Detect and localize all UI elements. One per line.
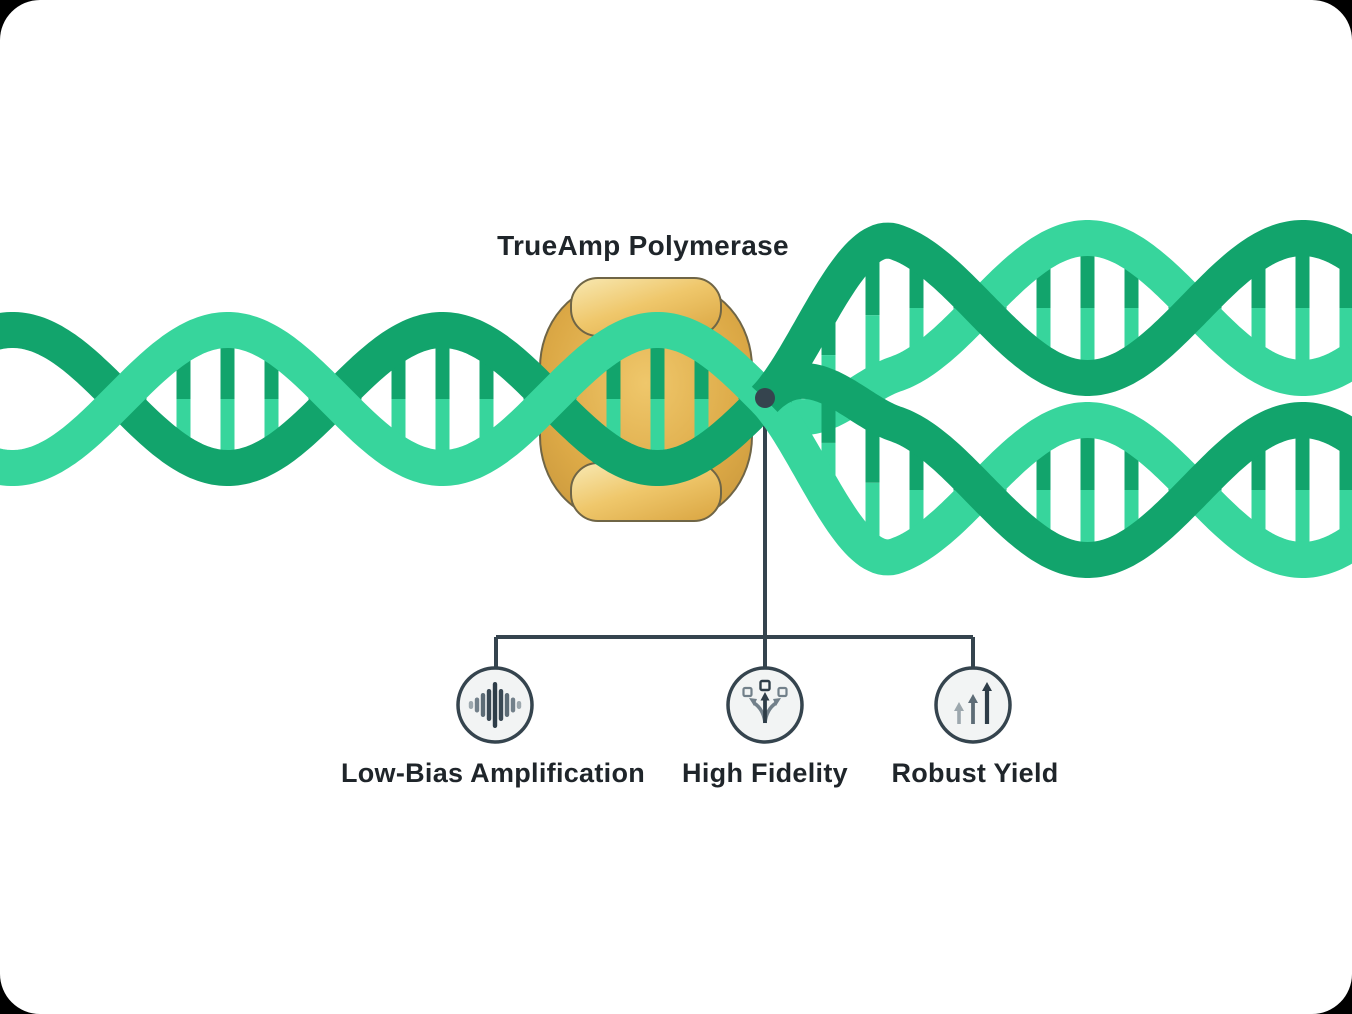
dna-strand	[0, 312, 778, 486]
feature-circle-low-bias	[456, 666, 534, 744]
feature-label-low-bias: Low-Bias Amplification	[340, 758, 646, 788]
diagram-title: TrueAmp Polymerase	[497, 230, 789, 261]
feature-label-robust-yield: Robust Yield	[891, 758, 1059, 788]
equalizer-bars-icon	[468, 682, 522, 728]
dna-strand	[0, 312, 778, 486]
feature-circle-high-fidelity	[726, 666, 804, 744]
dna-strand	[752, 362, 1352, 578]
rising-arrows-icon	[954, 682, 992, 724]
dna-strand	[751, 220, 1352, 412]
feature-circle-robust-yield	[934, 666, 1012, 744]
dna-strand	[751, 386, 1352, 578]
branching-arrows-icon	[742, 679, 788, 724]
connector-lines	[494, 398, 975, 670]
dna-helix-left	[0, 312, 778, 486]
dna-helix-lower-right	[751, 362, 1352, 578]
feature-label-high-fidelity: High Fidelity	[682, 758, 848, 788]
junction-dot	[755, 388, 775, 408]
dna-rungs	[132, 330, 753, 468]
